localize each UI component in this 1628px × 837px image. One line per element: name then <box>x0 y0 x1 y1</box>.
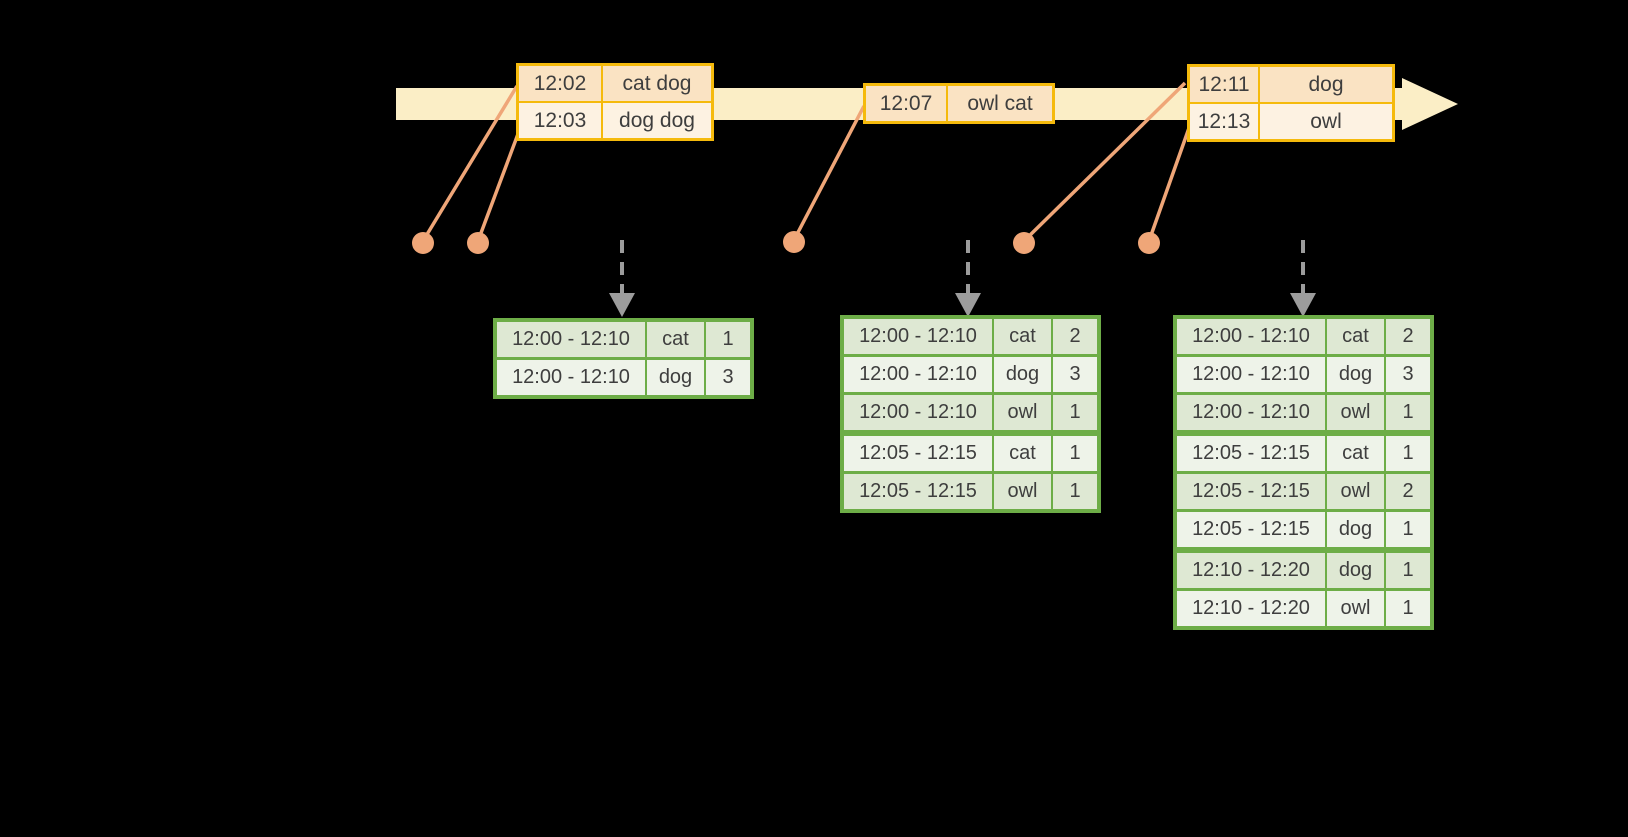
result-table-1: 12:00 - 12:10 cat 1 12:00 - 12:10 dog 3 <box>493 318 754 399</box>
event-words: owl <box>1260 104 1392 139</box>
word-cell: dog <box>994 357 1051 392</box>
count-cell: 1 <box>1386 436 1430 471</box>
window-cell: 12:00 - 12:10 <box>497 360 645 395</box>
event-words: dog dog <box>603 103 711 138</box>
result-row: 12:05 - 12:15 owl 1 <box>844 474 1097 509</box>
event-time: 12:07 <box>866 86 946 121</box>
count-cell: 2 <box>1386 474 1430 509</box>
count-cell: 1 <box>1386 553 1430 588</box>
count-cell: 1 <box>706 322 750 357</box>
count-cell: 2 <box>1053 319 1097 354</box>
result-row: 12:05 - 12:15 cat 1 <box>1177 436 1430 471</box>
word-cell: owl <box>1327 395 1384 430</box>
count-cell: 3 <box>1053 357 1097 392</box>
event-time-dots <box>412 231 1160 254</box>
trigger-arrowhead-icon-2 <box>955 293 981 317</box>
count-cell: 1 <box>1386 591 1430 626</box>
window-cell: 12:00 - 12:10 <box>1177 319 1325 354</box>
window-cell: 12:10 - 12:20 <box>1177 553 1325 588</box>
word-cell: cat <box>1327 319 1384 354</box>
event-row: 12:03 dog dog <box>519 103 711 138</box>
result-table-3: 12:00 - 12:10 cat 2 12:00 - 12:10 dog 3 … <box>1173 315 1434 630</box>
word-cell: cat <box>994 436 1051 471</box>
result-row: 12:00 - 12:10 owl 1 <box>844 395 1097 430</box>
event-dot-1207 <box>783 231 805 253</box>
timeline-arrowhead-icon <box>1402 78 1458 130</box>
event-table-3: 12:11 dog 12:13 owl <box>1187 64 1395 142</box>
leader-line-1207 <box>792 105 866 241</box>
leader-line-1203 <box>476 125 523 242</box>
event-time: 12:02 <box>519 66 601 101</box>
result-row: 12:05 - 12:15 cat 1 <box>844 436 1097 471</box>
word-cell: cat <box>647 322 704 357</box>
count-cell: 2 <box>1386 319 1430 354</box>
count-cell: 3 <box>1386 357 1430 392</box>
event-dot-1202 <box>412 232 434 254</box>
window-cell: 12:00 - 12:10 <box>844 357 992 392</box>
result-row: 12:10 - 12:20 dog 1 <box>1177 553 1430 588</box>
event-time: 12:11 <box>1190 67 1258 102</box>
window-cell: 12:10 - 12:20 <box>1177 591 1325 626</box>
count-cell: 1 <box>1386 395 1430 430</box>
event-dot-1203 <box>467 232 489 254</box>
word-cell: owl <box>1327 591 1384 626</box>
word-cell: owl <box>994 395 1051 430</box>
leader-line-1213 <box>1147 127 1191 242</box>
count-cell: 3 <box>706 360 750 395</box>
trigger-arrows <box>620 240 1305 294</box>
word-cell: dog <box>1327 553 1384 588</box>
event-dot-1213 <box>1138 232 1160 254</box>
result-row: 12:00 - 12:10 cat 1 <box>497 322 750 357</box>
window-cell: 12:05 - 12:15 <box>844 436 992 471</box>
count-cell: 1 <box>1053 436 1097 471</box>
result-row: 12:00 - 12:10 dog 3 <box>497 360 750 395</box>
window-cell: 12:05 - 12:15 <box>1177 436 1325 471</box>
result-row: 12:05 - 12:15 dog 1 <box>1177 512 1430 547</box>
event-words: dog <box>1260 67 1392 102</box>
event-words: cat dog <box>603 66 711 101</box>
window-cell: 12:00 - 12:10 <box>1177 395 1325 430</box>
result-table-2: 12:00 - 12:10 cat 2 12:00 - 12:10 dog 3 … <box>840 315 1101 513</box>
trigger-arrowhead-icon-1 <box>609 293 635 317</box>
trigger-arrowhead-icon-3 <box>1290 293 1316 317</box>
word-cell: cat <box>1327 436 1384 471</box>
event-dot-1211 <box>1013 232 1035 254</box>
event-row: 12:02 cat dog <box>519 66 711 101</box>
event-words: owl cat <box>948 86 1052 121</box>
window-cell: 12:00 - 12:10 <box>1177 357 1325 392</box>
event-time: 12:13 <box>1190 104 1258 139</box>
result-row: 12:05 - 12:15 owl 2 <box>1177 474 1430 509</box>
event-leader-lines <box>421 81 1191 243</box>
result-row: 12:00 - 12:10 dog 3 <box>844 357 1097 392</box>
leader-line-1211 <box>1022 81 1187 243</box>
word-cell: owl <box>994 474 1051 509</box>
word-cell: dog <box>647 360 704 395</box>
window-cell: 12:05 - 12:15 <box>844 474 992 509</box>
window-cell: 12:00 - 12:10 <box>844 319 992 354</box>
event-table-1: 12:02 cat dog 12:03 dog dog <box>516 63 714 141</box>
event-row: 12:07 owl cat <box>866 86 1052 121</box>
window-cell: 12:00 - 12:10 <box>844 395 992 430</box>
window-cell: 12:00 - 12:10 <box>497 322 645 357</box>
word-cell: cat <box>994 319 1051 354</box>
event-time: 12:03 <box>519 103 601 138</box>
word-cell: dog <box>1327 357 1384 392</box>
event-row: 12:11 dog <box>1190 67 1392 102</box>
count-cell: 1 <box>1053 474 1097 509</box>
count-cell: 1 <box>1053 395 1097 430</box>
result-row: 12:00 - 12:10 cat 2 <box>1177 319 1430 354</box>
trigger-arrowheads <box>609 293 1316 317</box>
result-row: 12:00 - 12:10 owl 1 <box>1177 395 1430 430</box>
window-cell: 12:05 - 12:15 <box>1177 512 1325 547</box>
count-cell: 1 <box>1386 512 1430 547</box>
word-cell: owl <box>1327 474 1384 509</box>
result-row: 12:00 - 12:10 dog 3 <box>1177 357 1430 392</box>
window-cell: 12:05 - 12:15 <box>1177 474 1325 509</box>
leader-line-1202 <box>421 85 519 242</box>
word-cell: dog <box>1327 512 1384 547</box>
event-row: 12:13 owl <box>1190 104 1392 139</box>
result-row: 12:00 - 12:10 cat 2 <box>844 319 1097 354</box>
result-row: 12:10 - 12:20 owl 1 <box>1177 591 1430 626</box>
event-table-2: 12:07 owl cat <box>863 83 1055 124</box>
